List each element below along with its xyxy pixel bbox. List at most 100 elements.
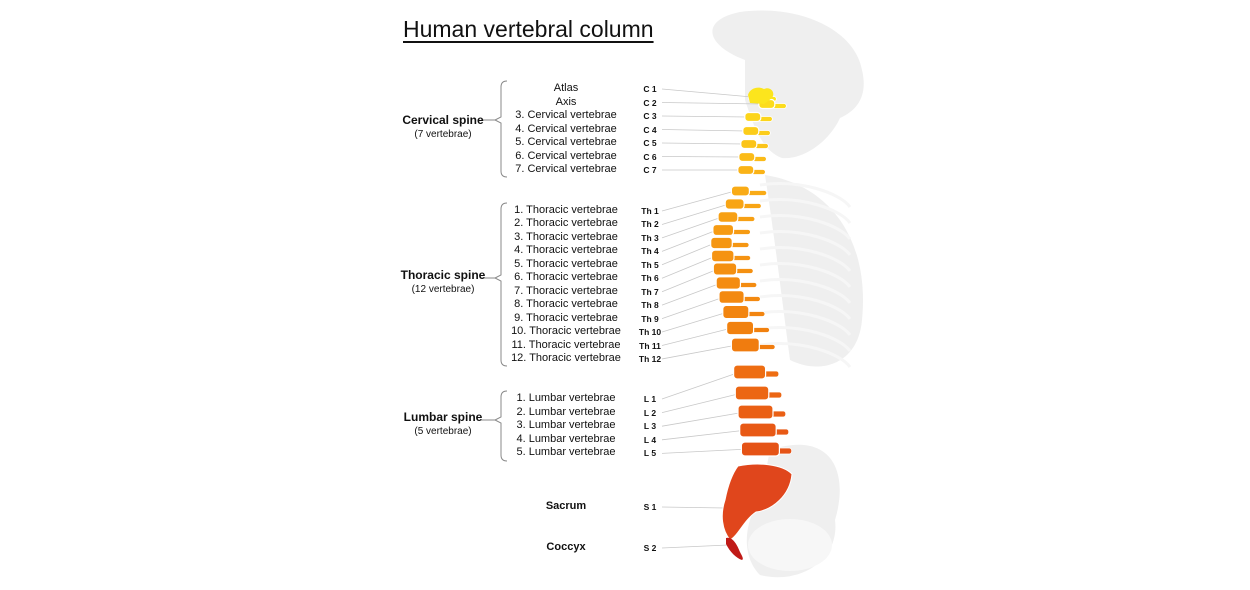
leader-line	[661, 311, 729, 333]
leader-line	[661, 190, 736, 212]
rib-shape	[759, 278, 852, 304]
rib-shape	[759, 182, 852, 208]
vertebra-name: 6. Cervical vertebrae	[515, 149, 617, 162]
leader-line	[661, 544, 729, 549]
vertebra-code: Th 4	[641, 246, 659, 257]
vertebra-body	[710, 236, 733, 250]
vertebra-code: C 2	[643, 97, 657, 108]
special-name: Sacrum	[545, 500, 587, 512]
group-label: Cervical spine (7 vertebrae)	[353, 113, 533, 140]
vertebra-code: Th 3	[641, 232, 659, 243]
leader-line	[661, 203, 730, 225]
leader-line	[661, 115, 749, 118]
leader-line	[661, 344, 738, 360]
group-count: (5 vertebrae)	[414, 426, 472, 437]
leader-line	[661, 255, 717, 279]
vertebra-body	[718, 290, 745, 305]
vertebra-name: 8. Thoracic vertebrae	[514, 298, 618, 311]
leader-line	[661, 411, 746, 427]
leader-line	[661, 429, 748, 441]
vertebra-code: C 6	[643, 151, 657, 162]
vertebra-body	[734, 385, 770, 401]
leader-line	[661, 392, 743, 413]
vertebra-name: 3. Thoracic vertebrae	[514, 230, 618, 243]
pelvis-shape	[748, 519, 832, 571]
vertebra-body	[739, 422, 777, 438]
vertebra-body	[737, 404, 774, 420]
leader-line	[661, 156, 743, 158]
vertebra-body	[742, 125, 760, 137]
vertebra-code: L 2	[643, 407, 657, 418]
rib-shape	[759, 198, 852, 224]
vertebra-code: Th 2	[641, 219, 659, 230]
coccyx-shape	[726, 537, 743, 560]
leader-line	[661, 216, 723, 239]
special-code: S 2	[643, 543, 657, 553]
special-name: Coccyx	[546, 541, 586, 553]
rib-shape	[759, 262, 852, 288]
leader-line	[661, 371, 741, 400]
vertebra-code: Th 1	[641, 206, 659, 216]
leader-line	[661, 282, 722, 306]
leader-line	[661, 142, 745, 145]
vertebra-body	[740, 441, 781, 457]
vertebra-code: L 4	[643, 434, 657, 445]
vertebra-body	[712, 223, 735, 237]
vertebra-code: Th 10	[638, 327, 662, 338]
diagram-title: Human vertebral column	[403, 16, 654, 42]
vertebra-body	[730, 185, 751, 197]
leader-line	[661, 327, 733, 346]
vertebra-code: Th 6	[641, 273, 659, 284]
vertebra-name: 7. Thoracic vertebrae	[514, 284, 618, 297]
vertebra-name: 7. Cervical vertebrae	[515, 163, 617, 175]
vertebra-name: Axis	[555, 95, 577, 108]
vertebra-body	[744, 111, 762, 123]
vertebra-code: Th 5	[641, 259, 659, 270]
vertebra-code: C 4	[643, 124, 657, 135]
vertebra-name: 2. Thoracic vertebrae	[514, 217, 618, 230]
group-name: Cervical spine	[402, 113, 484, 127]
leader-line	[661, 102, 763, 105]
vertebra-name: 5. Lumbar vertebrae	[516, 446, 616, 459]
vertebra-body	[715, 276, 742, 290]
vertebra-name: 11. Thoracic vertebrae	[511, 338, 621, 351]
vertebra-body	[724, 198, 745, 210]
vertebra-code: Th 12	[638, 353, 662, 364]
vertebra-name: 2. Lumbar vertebrae	[516, 405, 616, 418]
leader-line	[661, 268, 719, 293]
vertebra-name: 5. Cervical vertebrae	[515, 136, 617, 148]
vertebra-code: Th 9	[641, 313, 659, 324]
special-code: S 1	[643, 502, 657, 512]
vertebra-name: 12. Thoracic vertebrae	[511, 351, 621, 364]
leader-line	[661, 296, 725, 319]
vertebra-name: 4. Lumbar vertebrae	[516, 432, 616, 445]
atlas-shape	[748, 87, 774, 104]
vertebra-body	[730, 337, 760, 353]
rib-shape	[759, 214, 852, 240]
vertebra-code: L 3	[643, 421, 657, 432]
vertebra-name: 1. Thoracic vertebrae	[514, 204, 618, 216]
leader-line	[661, 506, 726, 509]
leader-line	[661, 129, 747, 132]
vertebra-code: C 7	[643, 165, 657, 175]
rib-shape	[759, 342, 852, 368]
vertebra-code: C 3	[643, 111, 657, 121]
vertebra-body	[710, 249, 735, 263]
group-label: Lumbar spine (5 vertebrae)	[353, 410, 533, 437]
group-label: Thoracic spine(12 vertebrae)	[353, 268, 533, 295]
vertebra-body	[738, 151, 756, 163]
group-count: (12 vertebrae)	[411, 284, 475, 295]
vertebra-code: L 5	[643, 448, 657, 459]
rib-shape	[759, 310, 852, 336]
group-count: (7 vertebrae)	[414, 129, 472, 140]
leader-line	[661, 242, 716, 266]
vertebra-body	[712, 262, 738, 276]
vertebra-body	[737, 164, 755, 176]
group-name: Lumbar spine	[403, 410, 483, 424]
rib-shape	[759, 246, 852, 272]
leader-line	[661, 229, 718, 252]
vertebra-code: C 1	[643, 84, 657, 94]
vertebra-code: Th 8	[641, 300, 659, 311]
